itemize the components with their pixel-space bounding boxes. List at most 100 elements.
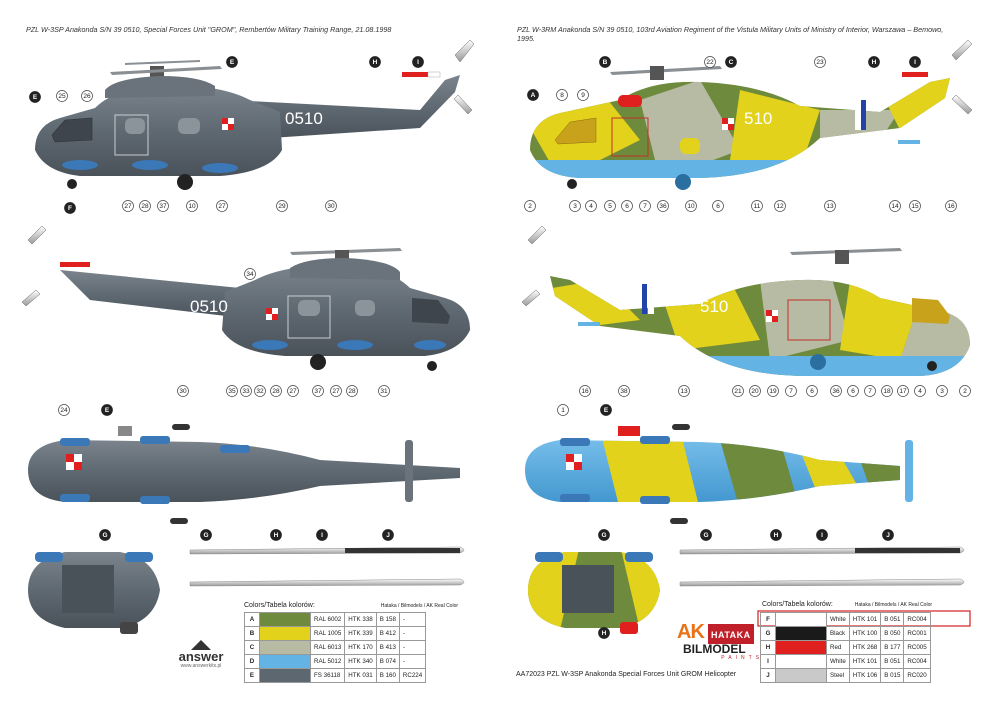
callout-marker: 22 (704, 56, 716, 68)
left-table-subtitle: Hataka / Bilmodels / AK Real Color (380, 603, 459, 609)
ak-code: RC004 (903, 612, 931, 627)
callout-label: G (601, 532, 606, 539)
color-letter: C (244, 640, 260, 655)
callout-circle (330, 385, 342, 397)
callout-marker: H (868, 56, 880, 68)
bilmodel-code: B 074 (375, 654, 400, 669)
callout-circle (186, 200, 198, 212)
callout-label: 3 (940, 388, 944, 395)
callout-marker: 5 (604, 200, 616, 212)
callout-circle (122, 200, 134, 212)
callout-marker: I (412, 56, 424, 68)
helicopter-camo-profile-right: 510 (521, 225, 970, 376)
callout-label: E (33, 94, 38, 101)
bilmodel-code: B 160 (375, 668, 400, 683)
callout-marker: 36 (657, 200, 669, 212)
color-swatch (259, 654, 311, 669)
callout-marker: 3 (569, 200, 581, 212)
callout-marker: H (770, 529, 782, 541)
callout-label: H (872, 59, 877, 66)
callout-label: 35 (228, 388, 236, 395)
callout-label: 10 (188, 203, 196, 210)
callout-label: I (321, 532, 323, 539)
callout-marker: I (816, 529, 828, 541)
hataka-code: HTK 101 (848, 612, 882, 627)
callout-marker: 4 (914, 385, 926, 397)
callout-circle (604, 200, 616, 212)
swatch-fill (776, 669, 826, 682)
bilmodel-code: B 051 (880, 654, 905, 669)
callout-marker: 2 (959, 385, 971, 397)
answer-logo-url: www.answerkits.pl (180, 663, 222, 669)
callout-circle (618, 385, 630, 397)
callout-circle (889, 200, 901, 212)
callout-circle (56, 90, 68, 102)
ak-code: RC020 (903, 668, 931, 683)
swatch-fill (260, 669, 310, 682)
callout-label: 25 (58, 93, 66, 100)
callout-label: F (68, 205, 72, 212)
color-name: FS 36118 (309, 668, 346, 683)
callout-marker: G (99, 529, 111, 541)
callout-circle (101, 404, 113, 416)
callout-circle (157, 200, 169, 212)
answer-logo-text: answer (178, 649, 224, 664)
callout-label: 7 (643, 203, 647, 210)
callout-label: 14 (891, 203, 899, 210)
helicopter-camo-top-view (525, 424, 913, 524)
callout-label: C (729, 59, 734, 66)
serial-text-1: 0510 (285, 109, 323, 128)
callout-marker: 2 (524, 200, 536, 212)
callout-label: 24 (60, 407, 68, 414)
callout-circle (557, 404, 569, 416)
ak-code: - (398, 612, 427, 627)
callout-circle (139, 200, 151, 212)
callout-marker: 27 (287, 385, 299, 397)
swatch-fill (260, 655, 310, 668)
callout-circle (685, 200, 697, 212)
callout-marker: 6 (712, 200, 724, 212)
callout-label: 17 (899, 388, 907, 395)
callout-circle (585, 200, 597, 212)
callout-marker: 13 (678, 385, 690, 397)
callout-marker: 9 (577, 89, 589, 101)
callout-circle (749, 385, 761, 397)
color-swatch (259, 640, 311, 655)
helicopter-grey-profile-right: 0510 (21, 225, 470, 371)
callout-label: J (386, 532, 390, 539)
callout-circle (700, 529, 712, 541)
swatch-fill (260, 613, 310, 626)
callout-marker: 28 (346, 385, 358, 397)
callout-marker: 10 (186, 200, 198, 212)
swatch-fill (776, 641, 826, 654)
answer-logo: answer www.answerkits.pl (166, 640, 236, 669)
callout-marker: 34 (244, 268, 256, 280)
callout-label: 28 (348, 388, 356, 395)
callout-circle (569, 200, 581, 212)
bilmodel-code: B 158 (375, 612, 400, 627)
callout-label: 31 (380, 388, 388, 395)
callout-circle (909, 200, 921, 212)
callout-circle (577, 89, 589, 101)
callout-circle (712, 200, 724, 212)
callout-marker: 23 (814, 56, 826, 68)
callout-marker: 27 (216, 200, 228, 212)
callout-circle (382, 529, 394, 541)
callout-circle (678, 385, 690, 397)
callout-marker: 27 (330, 385, 342, 397)
callout-label: 23 (816, 59, 824, 66)
callout-circle (58, 404, 70, 416)
callout-circle (276, 200, 288, 212)
callout-label: 27 (218, 203, 226, 210)
callout-label: 30 (327, 203, 335, 210)
callout-marker: 28 (139, 200, 151, 212)
ak-code: RC224 (398, 668, 427, 683)
callout-label: 36 (832, 388, 840, 395)
callout-label: 28 (272, 388, 280, 395)
helicopter-grey-front-view (28, 552, 160, 634)
